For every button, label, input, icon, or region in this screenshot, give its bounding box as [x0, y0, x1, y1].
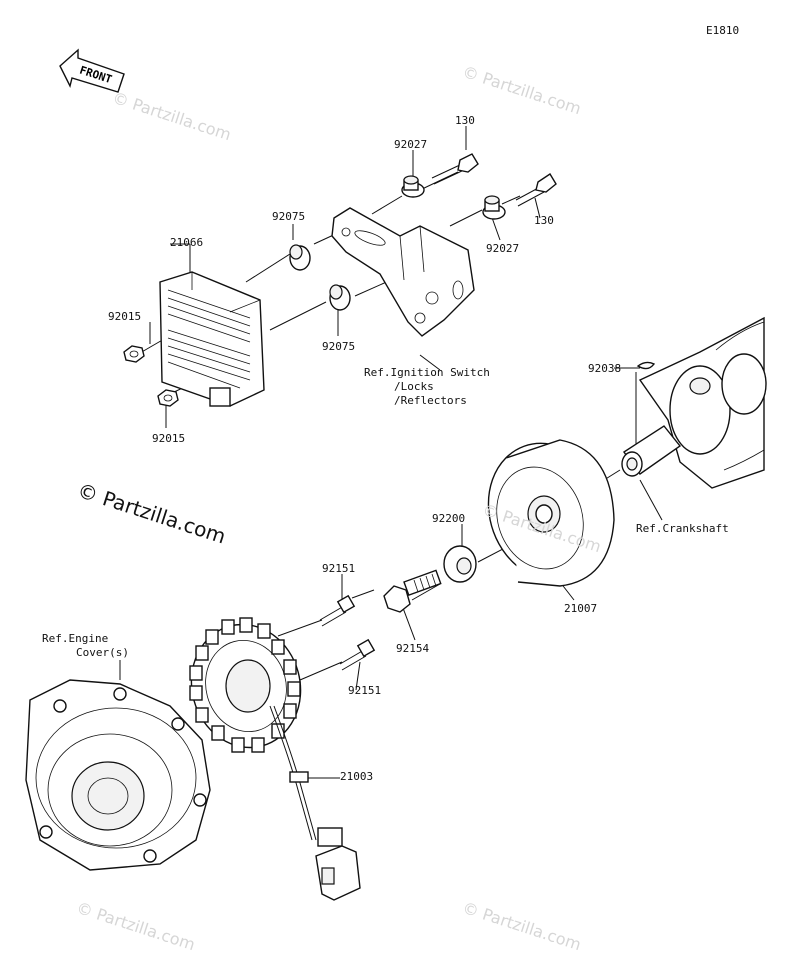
- part-label-92015-bottom: 92015: [152, 432, 186, 445]
- ref-ignition-switch-line2: /Locks: [394, 380, 434, 393]
- bolt-92154: [383, 569, 442, 613]
- ref-engine-cover-line2: Cover(s): [76, 646, 129, 659]
- ref-ignition-switch-line1: Ref.Ignition Switch: [364, 366, 490, 379]
- ref-crankshaft: Ref.Crankshaft: [636, 522, 729, 535]
- collar-92027-right: [482, 195, 506, 220]
- part-label-130-top: 130: [455, 114, 475, 127]
- flywheel-21007: [487, 439, 615, 587]
- part-label-130-right: 130: [534, 214, 554, 227]
- part-label-92027-right: 92027: [486, 242, 520, 255]
- washer-92200: [443, 545, 477, 583]
- collar-92027-top: [401, 175, 425, 198]
- bolt-92151-bottom: [339, 638, 376, 671]
- bolt-130-right: [515, 173, 557, 207]
- part-label-92075-top: 92075: [272, 210, 306, 223]
- nut-92015-left: [123, 345, 145, 363]
- part-label-92151-bottom: 92151: [348, 684, 382, 697]
- grommet-92075-top: [289, 244, 311, 271]
- grommet-92075-bottom: [329, 284, 351, 311]
- engine-cover: [25, 679, 211, 871]
- part-label-92200: 92200: [432, 512, 466, 525]
- regulator-21066: [159, 271, 265, 407]
- mounting-bracket: [331, 207, 475, 337]
- part-label-92027-top: 92027: [394, 138, 428, 151]
- part-label-21066: 21066: [170, 236, 204, 249]
- part-label-92151-top: 92151: [322, 562, 356, 575]
- part-label-92015-left: 92015: [108, 310, 142, 323]
- part-label-21007: 21007: [564, 602, 598, 615]
- bolt-92151-top: [319, 594, 356, 627]
- part-label-92075-bottom: 92075: [322, 340, 356, 353]
- nut-92015-bottom: [157, 389, 179, 407]
- front-arrow: FRONT: [59, 48, 125, 93]
- part-label-92154: 92154: [396, 642, 430, 655]
- part-label-92038: 92038: [588, 362, 622, 375]
- crankshaft: [621, 316, 767, 489]
- diagram-code: E1810: [706, 24, 740, 37]
- key-92038: [636, 361, 656, 370]
- ref-ignition-switch-line3: /Reflectors: [394, 394, 467, 407]
- bolt-130-top: [431, 153, 479, 185]
- ref-engine-cover-line1: Ref.Engine: [42, 632, 109, 645]
- part-label-21003: 21003: [340, 770, 374, 783]
- stator-21003: [189, 617, 361, 901]
